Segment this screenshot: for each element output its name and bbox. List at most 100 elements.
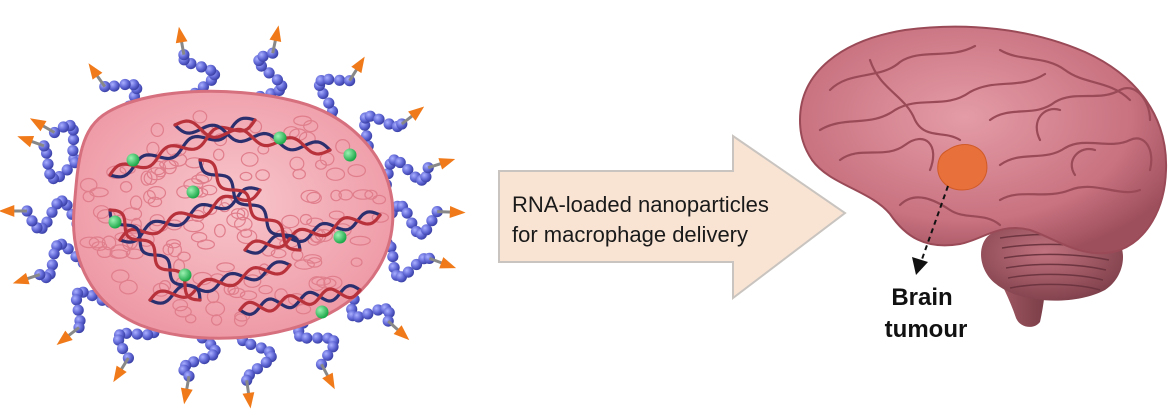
polymer-bead (117, 343, 129, 355)
lipid-ring (91, 241, 108, 252)
rna-strand (238, 287, 362, 313)
polymer-bead (383, 307, 395, 319)
lipid-ring (325, 167, 346, 181)
cerebellum-fold (1003, 253, 1110, 261)
lipid-ring (306, 191, 322, 204)
lipid-ring (216, 262, 235, 273)
ligand-triangle (29, 118, 47, 132)
brain-fold (818, 72, 1047, 132)
lipid-ring (349, 235, 371, 246)
polymer-bead (197, 81, 209, 93)
lipid-ring (152, 282, 170, 297)
lipid-ring (184, 314, 197, 324)
lipid-ring (118, 279, 138, 295)
ligand-triangle (12, 272, 30, 285)
polymer-bead (364, 110, 376, 122)
lipid-ring (234, 216, 253, 232)
polymer-bead (322, 349, 334, 361)
polymer-bead (26, 215, 38, 227)
lipid-ring (372, 194, 387, 205)
tumour-label-line-1: Brain (891, 284, 953, 311)
lipid-ring (119, 181, 133, 193)
lipid-ring (300, 189, 321, 203)
lipid-ring (364, 189, 378, 200)
polymer-bead (394, 156, 406, 169)
lipid-ring (243, 274, 262, 288)
lipid-ring (233, 313, 248, 327)
polymer-bead (323, 97, 335, 109)
polymer-bead (48, 248, 60, 260)
payload-dot (333, 230, 347, 244)
tumour-label-line-2: tumour (884, 316, 968, 343)
lipid-ring (192, 110, 208, 124)
polymer-bead (373, 113, 385, 125)
lipid-ring (146, 185, 167, 200)
lipid-ring (174, 305, 192, 318)
polymer-bead (260, 356, 272, 368)
rna-strand (173, 119, 332, 156)
polymer-bead (401, 207, 413, 219)
polymer-bead (178, 49, 190, 61)
lipid-ring (101, 235, 117, 251)
ligand-triangle (113, 365, 127, 383)
lipid-ring (240, 151, 259, 167)
polymer-bead (387, 251, 399, 263)
lipid-ring (303, 119, 319, 133)
delivery-arrow (498, 134, 847, 301)
polymer-bead (251, 363, 263, 375)
polymer-bead (402, 266, 414, 278)
tumour-pointer-arrowhead (912, 257, 928, 275)
lipid-ring (239, 171, 253, 181)
ligand-triangle (449, 206, 466, 218)
polymer-bead (72, 304, 84, 316)
brain-fold (838, 138, 935, 172)
polymer-bead (57, 121, 69, 133)
brain-fold (998, 137, 1153, 172)
ligand-triangle (242, 392, 255, 409)
lipid-ring (347, 164, 366, 178)
polymer-bead (67, 145, 79, 157)
lipid-ring (184, 157, 205, 169)
brain-fold (868, 58, 962, 142)
polymer-bead (34, 269, 46, 281)
lipid-ring (126, 223, 142, 234)
rna-strand (243, 213, 382, 252)
lipid-ring (129, 195, 143, 210)
brain-fold (998, 48, 1132, 102)
lipid-ring (330, 189, 342, 202)
polymer-bead (257, 50, 269, 62)
polymer-bead (67, 134, 80, 146)
ligand-triangle (351, 56, 365, 74)
lipid-ring (350, 257, 363, 267)
polymer-bead (271, 74, 283, 86)
lipid-ring (230, 208, 246, 220)
rna-strand (148, 263, 292, 302)
lipid-ring (159, 159, 179, 170)
polymer-bead (51, 198, 63, 210)
lipid-ring (308, 276, 326, 292)
ligand-triangle (438, 158, 456, 170)
lipid-ring (223, 283, 236, 296)
lipid-ring (299, 213, 313, 226)
ligand-triangle (88, 63, 103, 80)
ligand-triangle (0, 205, 15, 217)
rna-strand (198, 158, 302, 252)
polymer-bead (327, 341, 339, 353)
lipid-ring (82, 190, 95, 203)
lipid-ring (281, 214, 300, 229)
polymer-bead (113, 334, 125, 346)
lipid-ring (328, 210, 345, 220)
polymer-bead (267, 47, 279, 59)
lipid-ring (311, 276, 332, 286)
lipid-ring (338, 189, 353, 201)
polymer-bead (131, 328, 143, 340)
ligand-triangle (180, 387, 193, 405)
rna-strand (108, 208, 202, 302)
lipid-ring (140, 170, 153, 186)
payload-dot (108, 215, 122, 229)
lipid-ring (270, 248, 287, 259)
lipid-ring (335, 138, 351, 154)
polymer-bead (46, 206, 58, 218)
rna-payload-dots (108, 131, 357, 319)
brain-illustration (798, 25, 1168, 327)
